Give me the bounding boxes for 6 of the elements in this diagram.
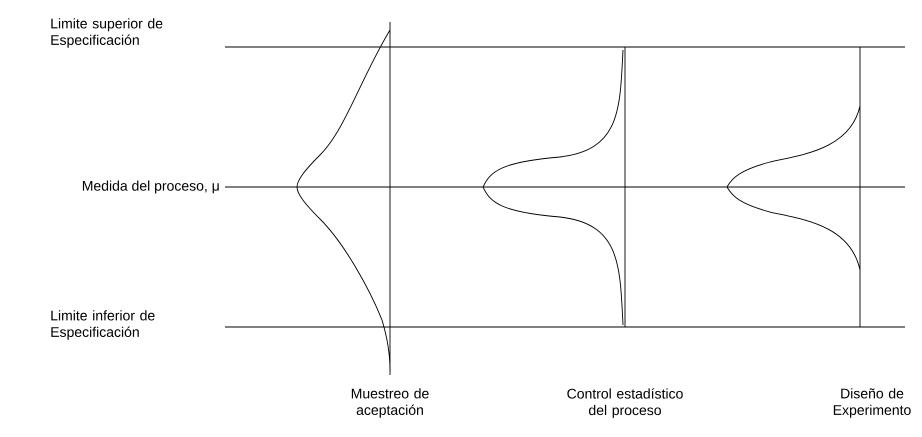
axis-label: Muestreo de aceptación — [352, 388, 429, 418]
axis-label: Limite inferior de Especificación — [51, 310, 155, 340]
axis-label: Control estadístico del proceso — [567, 388, 683, 418]
axis-label: Limite superior de Especificación — [51, 18, 162, 48]
axis-label: Diseño de Experimento — [834, 388, 911, 418]
axis-label: Medida del proceso, μ — [82, 180, 219, 194]
